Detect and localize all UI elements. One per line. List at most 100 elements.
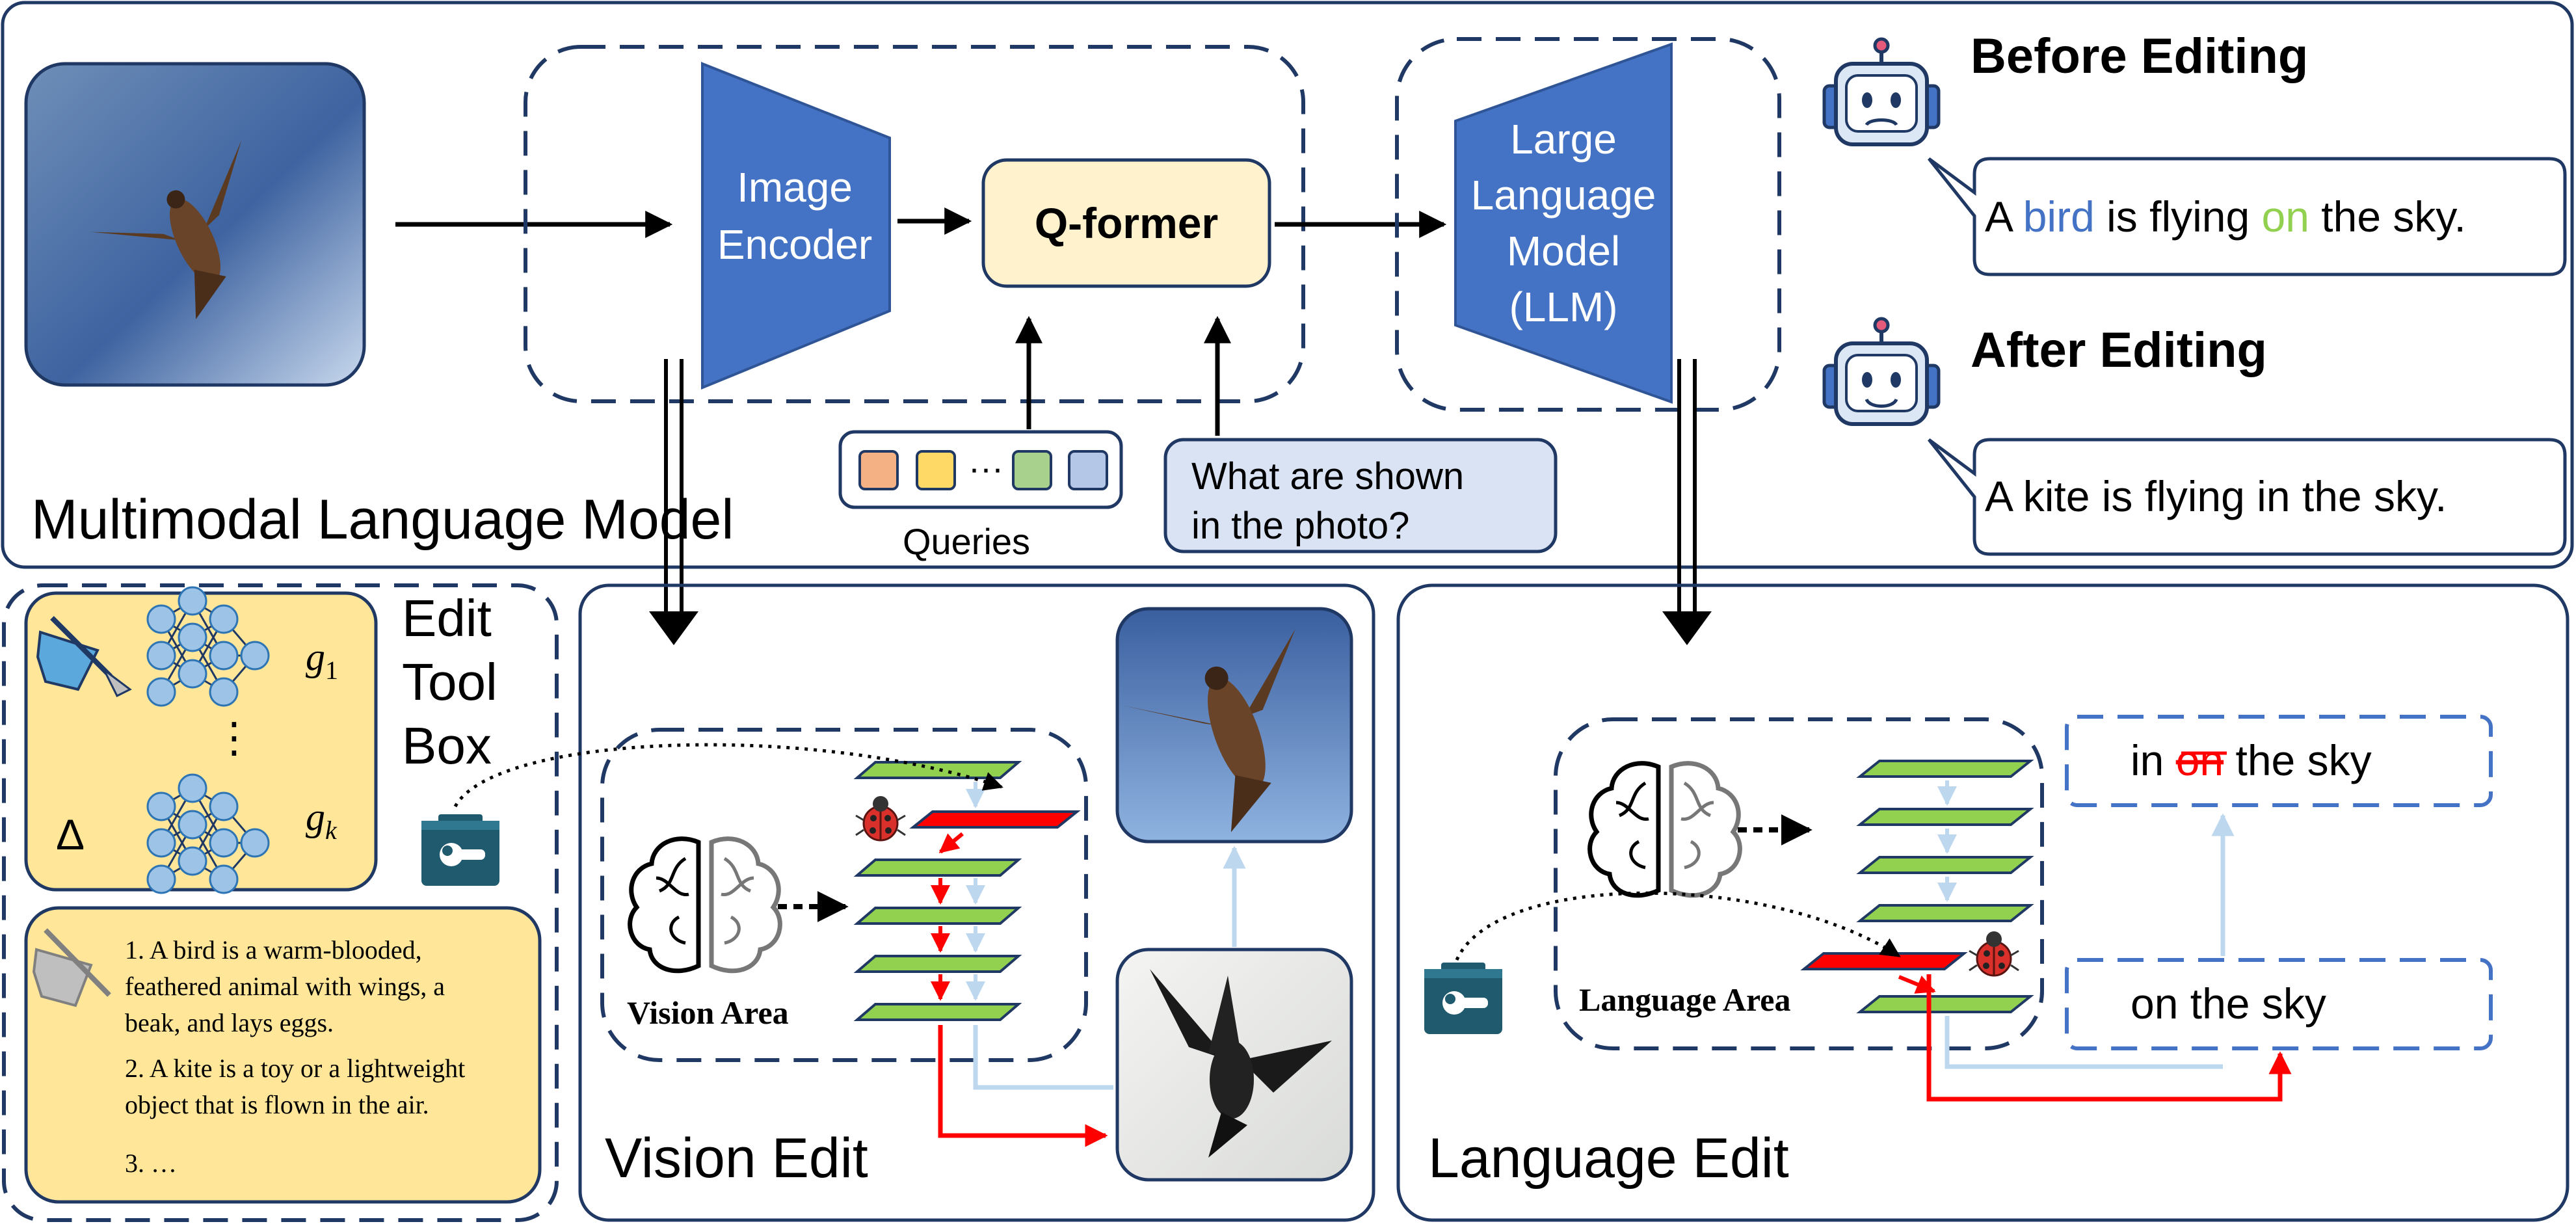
llm-label-line4: (LLM) [1509,284,1617,330]
query-token [916,450,956,490]
qformer-block [981,158,1271,288]
robot-happy-icon [1824,319,1939,424]
ladybug-bug-icon [1968,930,2020,977]
query-token [1068,450,1108,490]
knowledge-box [24,906,542,1204]
robot-smile [1865,398,1898,408]
image-encoder-label-line1: Image [737,164,853,211]
after-speech-bubble [1928,438,2567,556]
queries-ellipsis: ··· [968,449,1003,488]
delta-symbol: Δ [56,810,85,858]
vision-area-box [600,728,1088,1062]
dotted-edit-arrow-vision [453,743,1003,808]
llm-label-line3: Model [1507,228,1620,274]
robot-frown [1865,118,1898,126]
llm-block [1454,42,1673,404]
language-layer [1856,856,2034,874]
networks-ellipsis: ⋮ [213,714,255,761]
toolcase-icon [421,814,499,886]
before-seg-0: A [1985,193,2023,241]
language-edit-panel [1396,583,2569,1222]
question-box [1163,438,1558,553]
after-editing-heading: After Editing [1971,323,2267,378]
output-edited-text: in on the sky [2131,736,2372,784]
before-seg-4: the sky. [2309,193,2466,241]
query-token [1012,450,1052,490]
before-seg-bird: bird [2023,193,2095,241]
double-arrow-to-vision-edit [649,359,698,645]
language-layer [1856,904,2034,922]
hand-pen-icon [32,928,111,1007]
question-line2: in the photo? [1191,505,1409,547]
light-flow-to-bird-photo [973,1025,1113,1090]
ladybug-bug-icon [855,795,907,842]
image-encoder-block [701,62,891,390]
edited-kite-image [1115,607,1353,844]
vision-layer [853,1003,1022,1021]
language-layer-buggy [1800,952,1968,970]
toolcase-icon [1424,963,1502,1034]
vision-edit-panel [578,583,1375,1222]
red-flow-output [1926,974,2292,1102]
language-edit-title: Language Edit [1428,1127,1789,1190]
language-layer-stack [1800,760,2034,1013]
vision-layer-buggy [909,810,1081,829]
bird-photo-image [1115,948,1353,1182]
vision-layer [853,907,1022,925]
output-original-box [2065,958,2493,1050]
queries-box [838,430,1123,509]
qformer-label: Q-former [1035,199,1218,247]
red-flow-to-bird-photo [938,1025,1108,1147]
struck-word: on [2176,736,2224,784]
mllm-title: Multimodal Language Model [31,488,734,551]
dotted-edit-arrow-language [1455,891,1901,961]
toolbox-title-line2: Tool [402,653,498,711]
llm-group-box [1395,37,1781,412]
light-flow-output [1945,1016,2223,1069]
toolbox-title-line3: Box [402,717,492,775]
output-original-text: on the sky [2131,979,2326,1028]
hand-scalpel-icon [36,616,132,698]
question-line1: What are shown [1191,455,1464,498]
g1-label: g1 [306,635,338,685]
knowledge-1-line3: beak, and lays eggs. [125,1008,334,1037]
brain-icon [1590,764,1740,896]
knowledge-2-line2: object that is flown in the air. [125,1090,429,1119]
before-seg-2: is flying [2095,193,2262,241]
llm-label-line1: Large [1510,116,1617,163]
after-sentence: A kite is flying in the sky. [1985,472,2447,520]
language-area-box [1554,717,2044,1050]
toolbox-title-line1: Edit [402,589,492,647]
image-encoder-label-line2: Encoder [717,221,872,268]
input-bird-image [24,62,366,387]
double-arrow-to-language-edit [1662,359,1712,645]
query-token [858,450,899,490]
before-sentence: A bird is flying on the sky. [1985,193,2466,241]
vision-layer-stack [853,761,1081,1021]
knowledge-2-line1: 2. A kite is a toy or a lightweight [125,1054,465,1083]
edit-toolbox-panel [2,583,559,1222]
vision-area-label: Vision Area [627,994,789,1031]
language-layer [1856,995,2034,1013]
mllm-panel [1,1,2574,569]
llm-label-line2: Language [1471,172,1656,219]
knowledge-1-line1: 1. A bird is a warm-blooded, [125,935,422,965]
gk-label: gk [306,795,338,845]
knowledge-1-line2: feathered animal with wings, a [125,972,445,1001]
robot-sad-icon [1824,39,1939,144]
vision-edit-title: Vision Edit [605,1127,868,1190]
language-layer [1856,760,2034,778]
brain-icon [630,839,780,971]
vision-layer [853,761,1022,779]
before-editing-heading: Before Editing [1971,29,2308,84]
language-area-label: Language Area [1579,981,1791,1018]
queries-label: Queries [903,521,1030,562]
before-seg-on: on [2262,193,2309,241]
vision-layer [853,955,1022,973]
knowledge-3: 3. … [125,1149,177,1178]
vision-layer [853,858,1022,877]
language-layer [1856,808,2034,826]
output-edited-box [2065,715,2493,807]
before-speech-bubble [1928,157,2567,276]
